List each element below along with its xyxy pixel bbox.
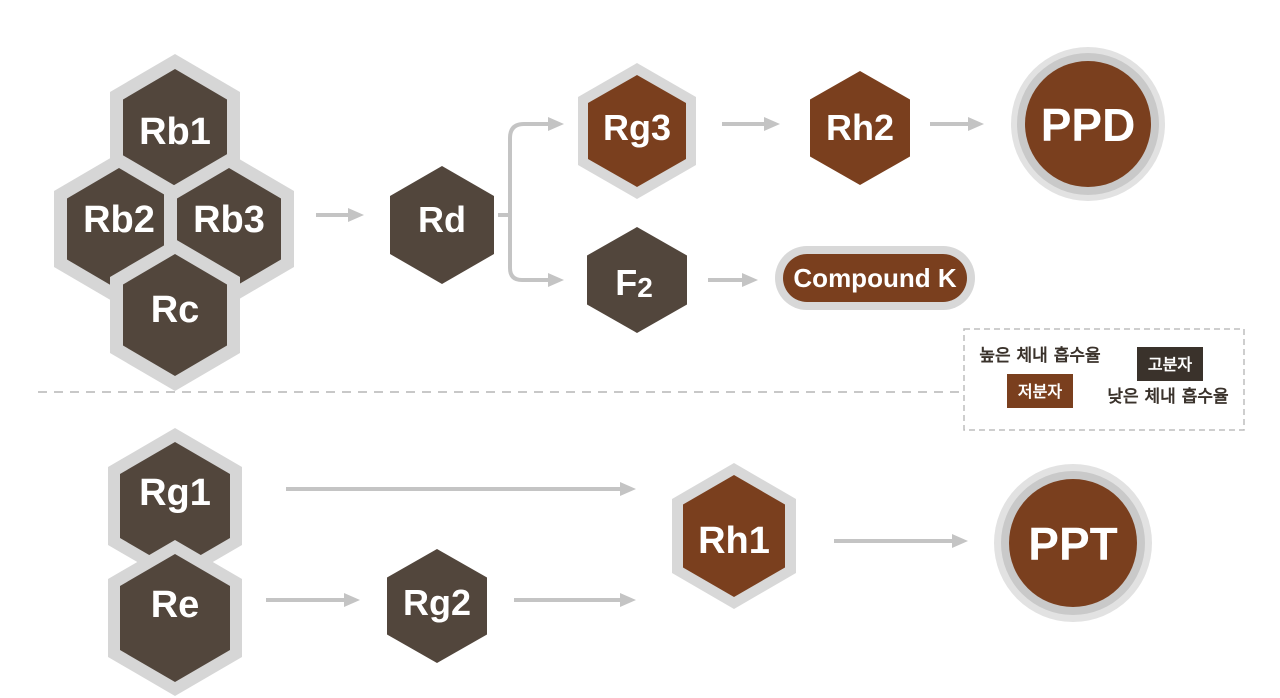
rb2-label: Rb2 (83, 199, 155, 241)
legend-high-molecular: 고분자 (1148, 355, 1192, 374)
rd-label: Rd (418, 199, 466, 240)
rc-label: Rc (151, 289, 200, 331)
f2-subscript: 2 (637, 272, 653, 303)
legend-low-molecular: 저분자 (1018, 382, 1062, 401)
rg3-label: Rg3 (603, 107, 671, 148)
arrow-f2-to-compound-k (708, 273, 758, 287)
arrow-re-to-rg2 (266, 593, 360, 607)
rh1-label: Rh1 (698, 520, 770, 562)
f2-label: F2 (615, 262, 653, 303)
legend-high-molecular-swatch (1137, 347, 1203, 381)
arrow-rg1-to-rh1 (286, 482, 636, 496)
ppd-circle: PPD (1011, 47, 1165, 201)
rh1-hexagon: Rh1 (672, 463, 796, 609)
f2-hexagon: F2 (587, 227, 687, 333)
compound-k-pill: Compound K (775, 246, 975, 310)
ppd-label: PPD (1041, 99, 1136, 151)
arrow-rh1-to-ppt (834, 534, 968, 548)
f2-main: F (615, 262, 637, 303)
re-hexagon: Re (108, 540, 242, 696)
rh2-label: Rh2 (826, 107, 894, 148)
arrow-rh2-to-ppd (930, 117, 984, 131)
rg1-hexagon: Rg1 (108, 428, 242, 584)
rg3-hexagon: Rg3 (578, 63, 696, 199)
cluster-rc-hexagon: Rc (110, 239, 240, 391)
arrow-rg3-to-rh2 (722, 117, 780, 131)
ppt-circle: PPT (994, 464, 1152, 622)
legend-low-molecular-swatch (1007, 374, 1073, 408)
rd-hexagon: Rd (390, 166, 494, 284)
rh2-hexagon: Rh2 (810, 71, 910, 185)
rg1-label: Rg1 (139, 472, 211, 514)
branch-connector (498, 117, 564, 287)
compound-k-label: Compound K (793, 263, 956, 293)
rb3-label: Rb3 (193, 199, 265, 241)
re-label: Re (151, 584, 200, 626)
legend-high-absorption: 높은 체내 흡수율 (979, 345, 1101, 366)
arrow-cluster-to-rd (316, 208, 364, 222)
ppt-label: PPT (1028, 518, 1117, 570)
rg2-hexagon: Rg2 (387, 549, 487, 663)
cluster-rb3-hexagon: Rb3 (164, 153, 294, 305)
legend-low-absorption: 낮은 체내 흡수율 (1107, 386, 1229, 407)
arrow-rg2-to-rh1 (514, 593, 636, 607)
legend-box: 높은 체내 흡수율 저분자 고분자 낮은 체내 흡수율 (963, 328, 1245, 431)
rg2-label: Rg2 (403, 582, 471, 623)
rb1-label: Rb1 (139, 111, 211, 153)
